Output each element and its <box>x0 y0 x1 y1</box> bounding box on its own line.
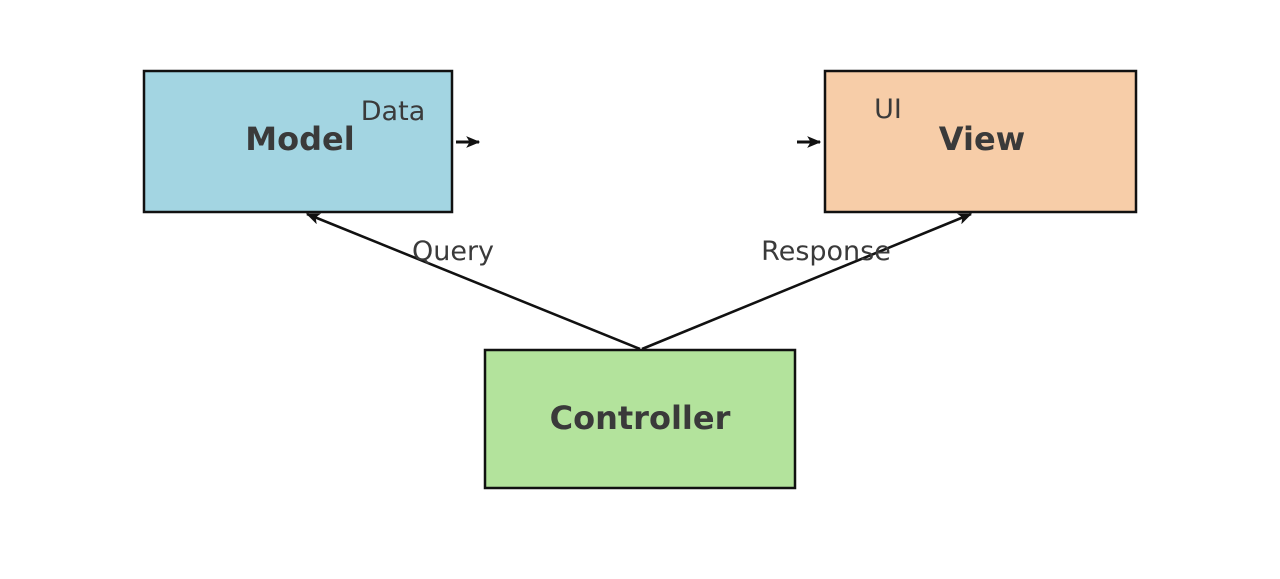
response-arrow <box>641 212 973 351</box>
view-box <box>823 69 1138 214</box>
view-label: View <box>939 120 1025 158</box>
data-annotation-label: Data <box>361 96 425 127</box>
view-node: UI View <box>823 69 1138 214</box>
controller-node: Controller <box>483 348 797 490</box>
query-edge-label: Query <box>412 236 494 267</box>
controller-label: Controller <box>550 399 731 437</box>
model-box <box>142 69 454 214</box>
query-arrow <box>305 212 641 351</box>
model-label: Model <box>245 120 354 158</box>
controller-box <box>483 348 797 490</box>
model-node: Data Model <box>142 69 454 214</box>
ui-annotation-label: UI <box>874 94 902 125</box>
response-edge-label: Response <box>761 236 891 267</box>
